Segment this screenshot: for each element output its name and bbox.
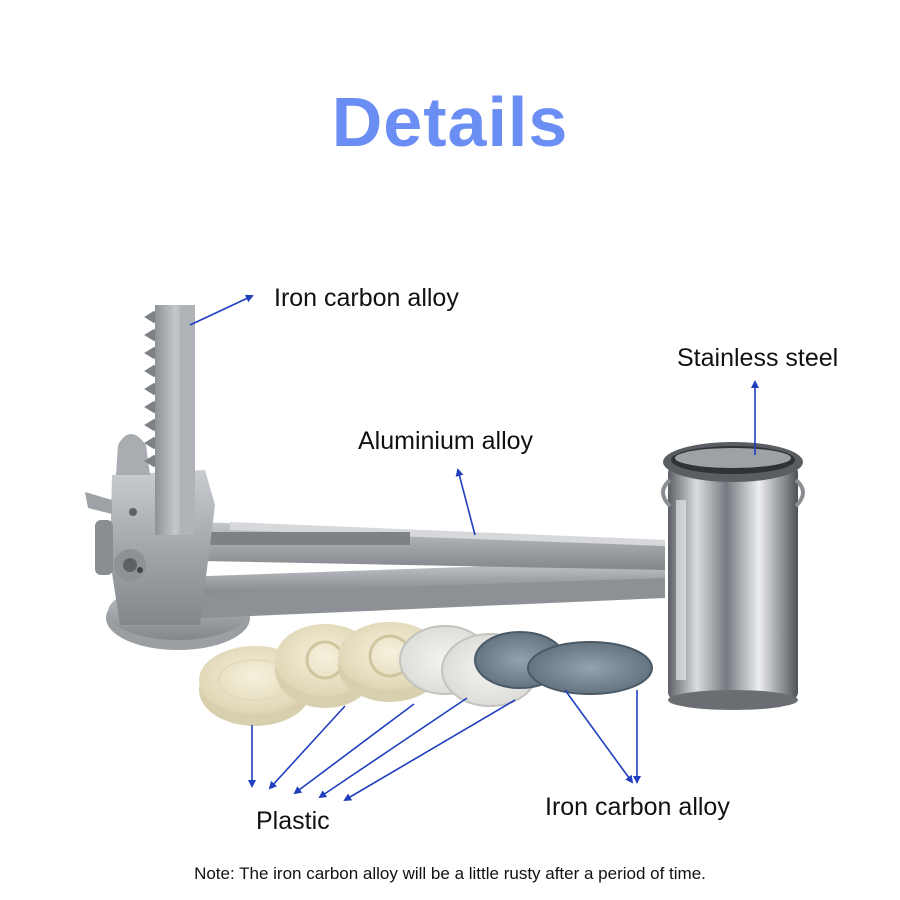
label-metal-discs: Iron carbon alloy [545,793,730,821]
arrow-rack [189,294,254,326]
label-handle-material: Aluminium alloy [358,427,534,455]
footnote: Note: The iron carbon alloy will be a li… [194,864,706,883]
arrow-metal-1 [564,689,634,784]
label-plastic-discs: Plastic [256,807,330,835]
upper-handle [150,520,665,570]
arrow-plastic-4 [318,697,468,799]
label-rack-material: Iron carbon alloy [274,284,459,312]
stainless-cup [661,442,805,710]
label-cup-material: Stainless steel [677,344,839,372]
annotation-arrows [189,294,759,802]
arrow-plastic-5 [343,699,516,802]
arrow-handle [455,468,476,536]
page-title: Details [331,83,569,161]
arrow-plastic-3 [293,703,415,795]
arrow-plastic-2 [268,705,346,790]
toothed-rack [144,305,195,535]
lower-handle [150,560,665,620]
metal-disc-2 [527,641,653,695]
